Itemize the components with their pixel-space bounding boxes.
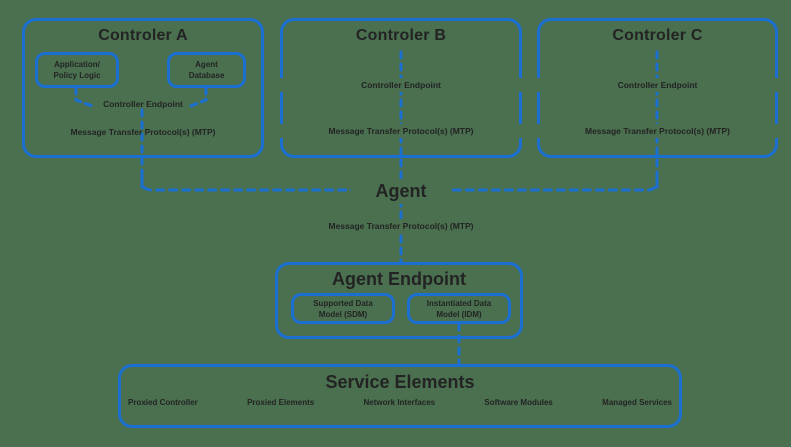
service-element-item[interactable]: Software Modules — [484, 398, 553, 407]
agent-database-box[interactable]: Agent Database — [167, 52, 246, 88]
application-policy-logic-label: Application/ Policy Logic — [50, 59, 103, 81]
agentdb-line-2: Database — [188, 71, 225, 80]
supported-data-model-box[interactable]: Supported Data Model (SDM) — [291, 293, 395, 324]
controller-a-mtp-label: Message Transfer Protocol(s) (MTP) — [70, 127, 216, 137]
agent-title: Agent — [351, 179, 451, 204]
application-policy-logic-box[interactable]: Application/ Policy Logic — [35, 52, 119, 88]
agent-database-label: Agent Database — [186, 59, 228, 81]
controller-b-endpoint-label: Controller Endpoint — [280, 78, 522, 92]
service-element-item[interactable]: Proxied Elements — [247, 398, 315, 407]
controller-b-mtp-label: Message Transfer Protocol(s) (MTP) — [280, 124, 522, 138]
instantiated-data-model-label: Instantiated Data Model (IDM) — [424, 298, 494, 320]
agent-endpoint-title: Agent Endpoint — [332, 269, 466, 289]
controller-a-endpoint-label: Controller Endpoint — [103, 99, 183, 109]
service-elements-items: Proxied Controller Proxied Elements Netw… — [128, 398, 672, 407]
agent-endpoint-box[interactable] — [275, 262, 523, 339]
apl-line-2: Policy Logic — [53, 71, 101, 80]
service-element-item[interactable]: Managed Services — [602, 398, 672, 407]
controller-a-title: Controler A — [98, 27, 188, 44]
instantiated-data-model-box[interactable]: Instantiated Data Model (IDM) — [407, 293, 511, 324]
sdm-line-2: Model (SDM) — [318, 309, 368, 319]
apl-line-1: Application/ — [54, 60, 100, 69]
controller-c-mtp-label: Message Transfer Protocol(s) (MTP) — [537, 124, 778, 138]
controller-a-box[interactable] — [22, 18, 264, 158]
service-element-item[interactable]: Network Interfaces — [363, 398, 436, 407]
idm-line-1: Instantiated Data — [426, 298, 492, 308]
controller-c-title: Controler C — [612, 27, 703, 44]
supported-data-model-label: Supported Data Model (SDM) — [310, 298, 376, 320]
agent-mtp-label: Message Transfer Protocol(s) (MTP) — [301, 219, 501, 233]
idm-line-2: Model (IDM) — [436, 309, 482, 319]
service-elements-title: Service Elements — [325, 372, 475, 392]
service-element-item[interactable]: Proxied Controller — [128, 398, 198, 407]
agentdb-line-1: Agent — [195, 60, 218, 69]
controller-c-endpoint-label: Controller Endpoint — [537, 78, 778, 92]
controller-b-title: Controler B — [355, 27, 447, 44]
sdm-line-1: Supported Data — [313, 298, 373, 308]
service-elements-box[interactable] — [118, 364, 682, 428]
